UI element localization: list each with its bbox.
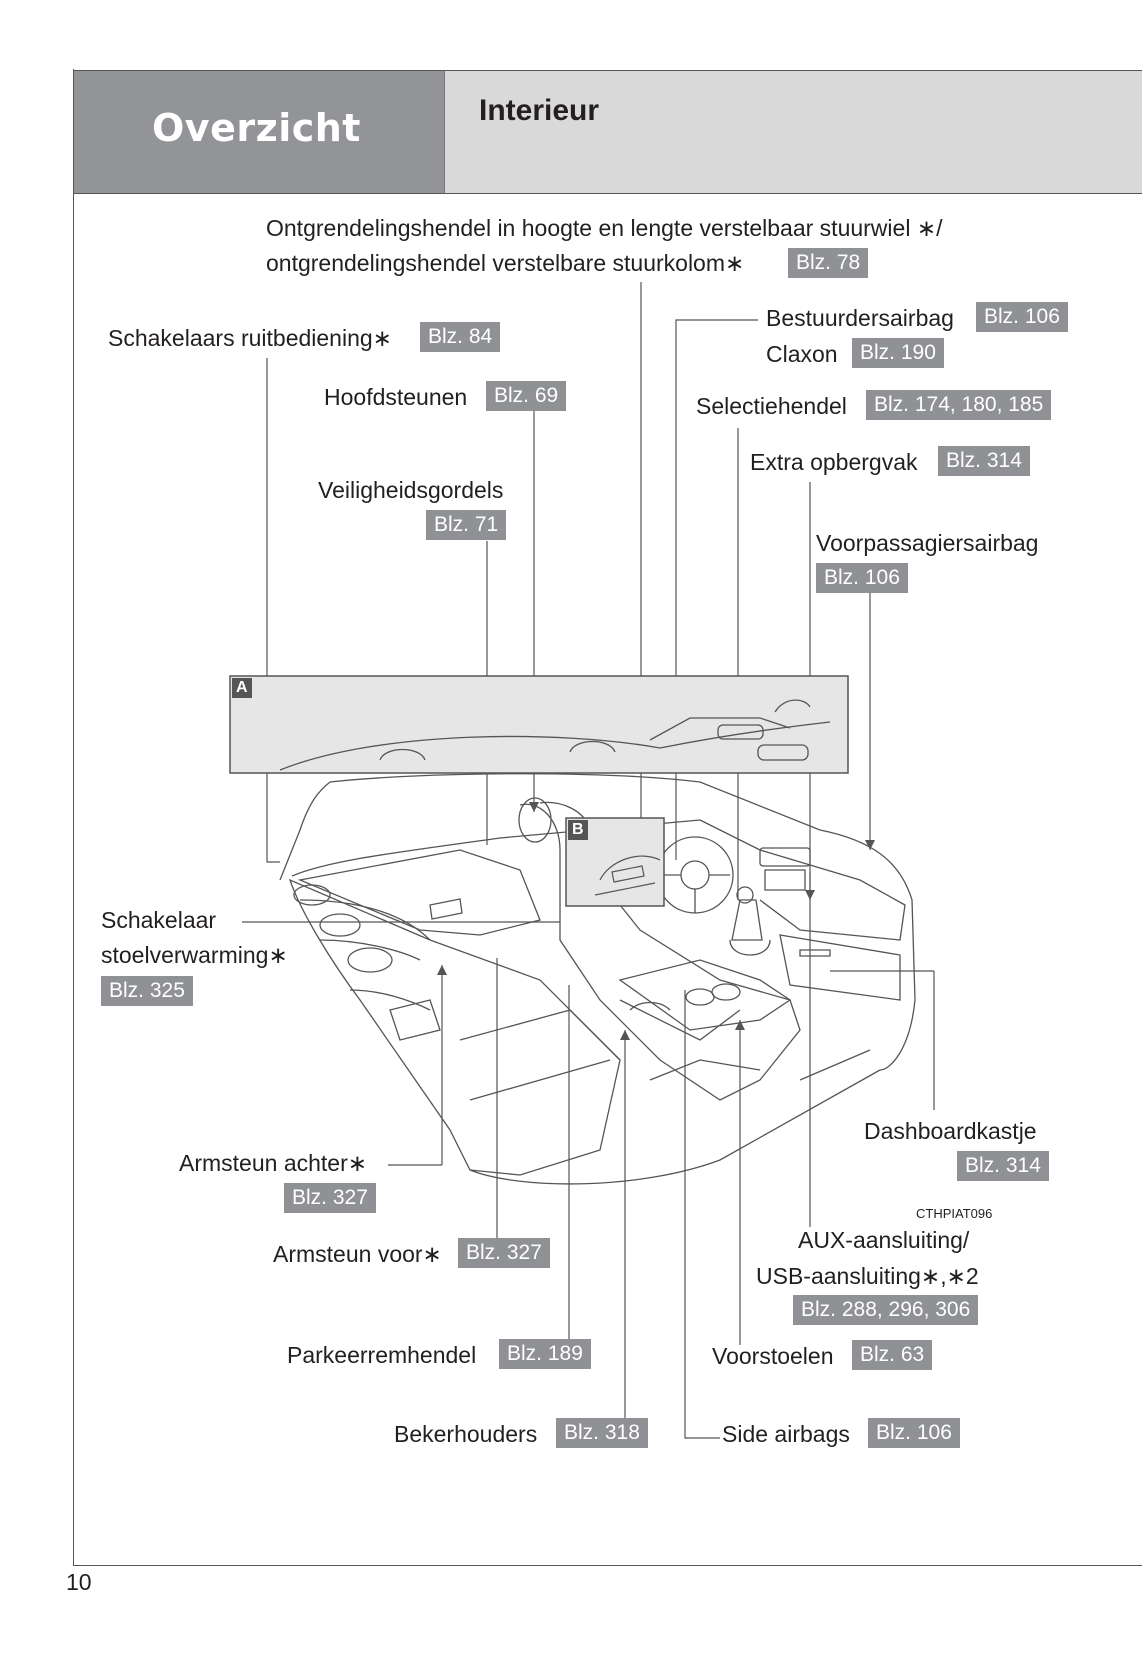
driver-airbag-label: Bestuurdersairbag <box>766 305 954 331</box>
section-title: Overzicht <box>152 106 361 150</box>
cup-holders-label: Bekerhouders <box>394 1421 538 1447</box>
glovebox-label: Dashboardkastje <box>864 1118 1037 1144</box>
side-airbags-page[interactable]: Blz. 106 <box>868 1418 960 1448</box>
section-header <box>74 70 444 194</box>
rear-armrest-page[interactable]: Blz. 327 <box>284 1183 376 1213</box>
shift-lever-label: Selectiehendel <box>696 393 847 419</box>
seat-heater-line2: stoelverwarming∗ <box>101 942 288 968</box>
subsection-title: Interieur <box>479 94 600 127</box>
steering-release-line2: ontgrendelingshendel verstelbare stuurko… <box>266 250 745 276</box>
window-switches-page[interactable]: Blz. 84 <box>420 322 501 352</box>
page-frame-left <box>73 69 74 1565</box>
cup-holders-page[interactable]: Blz. 318 <box>556 1418 648 1448</box>
horn-label: Claxon <box>766 341 838 367</box>
front-armrest-label: Armsteun voor∗ <box>273 1241 442 1267</box>
steering-release-page[interactable]: Blz. 78 <box>788 248 869 278</box>
aux-usb-line2: USB-aansluiting∗,∗2 <box>756 1263 979 1289</box>
side-airbags-label: Side airbags <box>722 1421 850 1447</box>
shift-lever-page[interactable]: Blz. 174, 180, 185 <box>866 390 1052 420</box>
front-seats-page[interactable]: Blz. 63 <box>852 1340 933 1370</box>
extra-storage-page[interactable]: Blz. 314 <box>938 446 1030 476</box>
extra-storage-label: Extra opbergvak <box>750 449 918 475</box>
inset-a-label: A <box>236 679 248 696</box>
seatbelts-label: Veiligheidsgordels <box>318 477 504 503</box>
subsection-header <box>444 70 1142 194</box>
passenger-airbag-page[interactable]: Blz. 106 <box>816 563 908 593</box>
headrests-label: Hoofdsteunen <box>324 384 468 410</box>
seatbelts-page[interactable]: Blz. 71 <box>426 510 507 540</box>
rear-armrest-label: Armsteun achter∗ <box>179 1150 368 1176</box>
aux-usb-page[interactable]: Blz. 288, 296, 306 <box>793 1295 979 1325</box>
horn-page[interactable]: Blz. 190 <box>852 338 944 368</box>
seat-heater-line1: Schakelaar <box>101 907 217 933</box>
passenger-airbag-label: Voorpassagiersairbag <box>816 530 1039 556</box>
seat-heater-page[interactable]: Blz. 325 <box>101 976 193 1006</box>
driver-airbag-page[interactable]: Blz. 106 <box>976 302 1068 332</box>
glovebox-page[interactable]: Blz. 314 <box>957 1151 1049 1181</box>
page-frame-bottom <box>73 1565 1142 1566</box>
aux-usb-line1: AUX-aansluiting/ <box>798 1227 970 1253</box>
parking-brake-label: Parkeerremhendel <box>287 1342 477 1368</box>
page-number: 10 <box>66 1569 92 1595</box>
parking-brake-page[interactable]: Blz. 189 <box>499 1339 591 1369</box>
headrests-page[interactable]: Blz. 69 <box>486 381 567 411</box>
window-switches-label: Schakelaars ruitbediening∗ <box>108 325 392 351</box>
steering-release-line1: Ontgrendelingshendel in hoogte en lengte… <box>266 215 943 241</box>
front-armrest-page[interactable]: Blz. 327 <box>458 1238 550 1268</box>
figure-code: CTHPIAT096 <box>916 1206 993 1221</box>
front-seats-label: Voorstoelen <box>712 1343 834 1369</box>
inset-b-label: B <box>572 821 584 838</box>
